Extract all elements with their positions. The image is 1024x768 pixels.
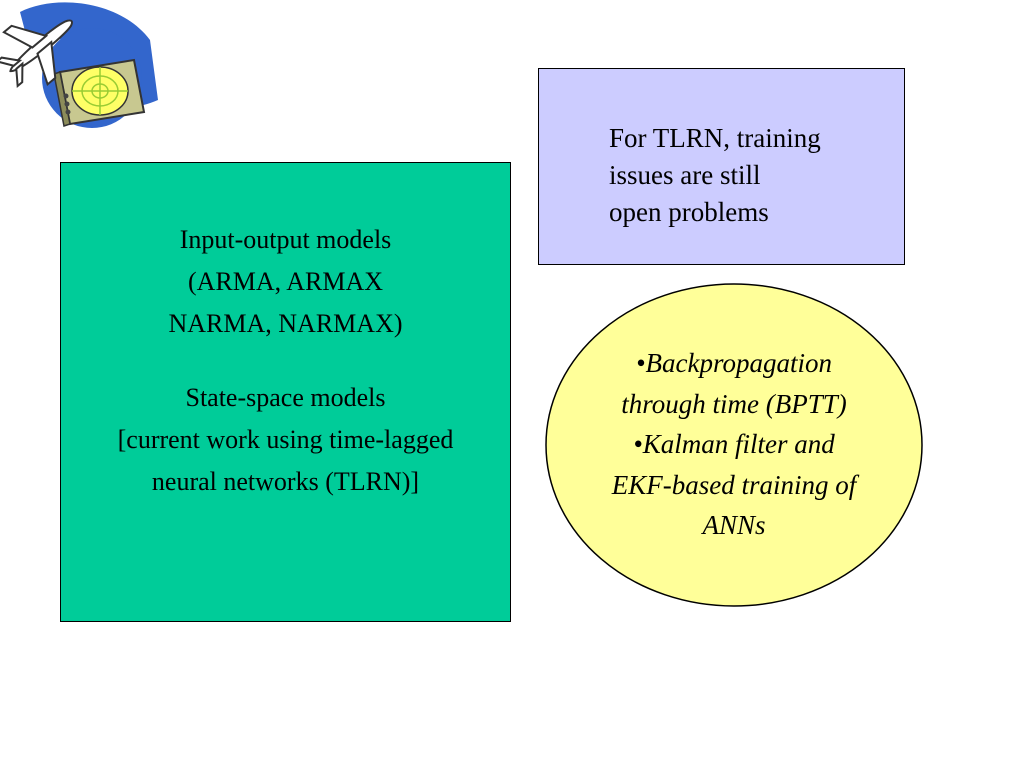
methods-line: •Backpropagation	[636, 348, 832, 378]
note-line: open problems	[609, 197, 769, 227]
models-line: [current work using time-lagged	[117, 425, 454, 454]
methods-line: EKF-based training of	[611, 469, 857, 500]
models-line-spacer	[118, 345, 454, 377]
note-box: For TLRN, training issues are still open…	[538, 68, 905, 265]
models-line: Input-output models	[179, 225, 392, 254]
methods-ellipse	[545, 283, 923, 607]
models-line: State-space models	[185, 383, 386, 412]
methods-line: ANNs	[702, 510, 766, 540]
methods-line: •Kalman filter and	[633, 429, 835, 459]
note-text: For TLRN, training issues are still open…	[609, 120, 821, 231]
models-line: (ARMA, ARMAX	[187, 267, 383, 296]
models-line: NARMA, NARMAX)	[168, 309, 403, 338]
airplane-radar-icon	[0, 2, 158, 128]
models-box: Input-output models (ARMA, ARMAX NARMA, …	[60, 162, 511, 622]
models-text: Input-output models (ARMA, ARMAX NARMA, …	[118, 219, 454, 503]
methods-line: through time (BPTT)	[621, 388, 847, 419]
note-line: issues are still	[609, 160, 761, 190]
models-line: neural networks (TLRN)]	[151, 467, 420, 496]
note-line: For TLRN, training	[609, 123, 821, 153]
methods-text: •Backpropagation through time (BPTT) •Ka…	[544, 343, 924, 546]
